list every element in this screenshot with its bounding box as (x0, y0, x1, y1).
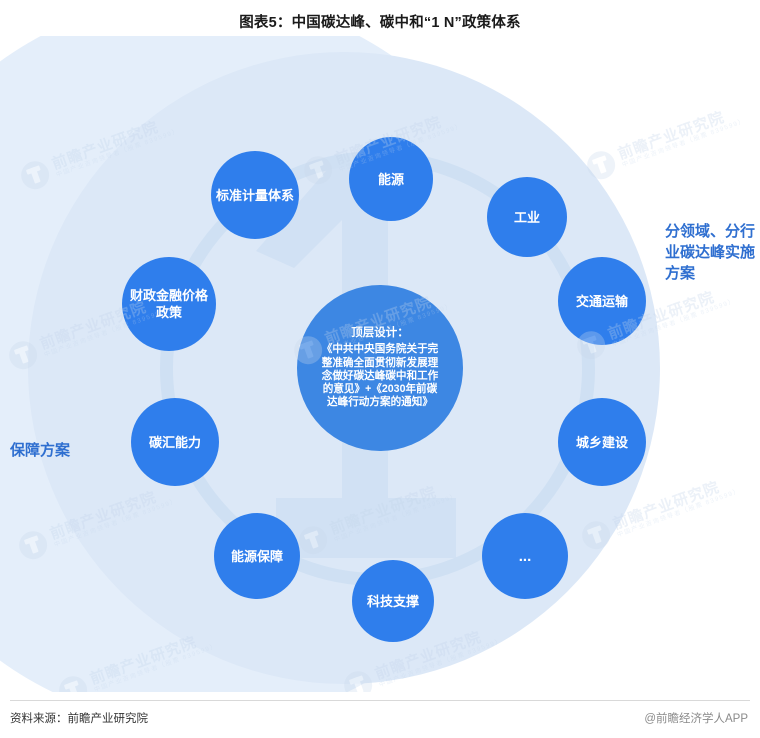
node-energy-label: 能源 (377, 171, 404, 187)
node-industry[interactable]: 工业 (487, 177, 567, 257)
diagram-canvas: 顶层设计： 《中共中央国务院关于完整准确全面贯彻新发展理念做好碳达峰碳中和工作的… (0, 36, 760, 692)
caption-safeguard-plan: 保障方案 (10, 442, 71, 459)
footer-source: 资料来源：前瞻产业研究院 (10, 713, 148, 725)
node-urban-rural[interactable]: 城乡建设 (558, 398, 646, 486)
footer-divider (10, 700, 750, 701)
node-energy-security-label: 能源保障 (230, 548, 283, 564)
node-fiscal-policy[interactable]: 财政金融价格政策 (122, 257, 216, 351)
footer-app-attribution: @前瞻经济学人APP (644, 713, 748, 725)
node-transport[interactable]: 交通运输 (558, 257, 646, 345)
node-standards-label: 标准计量体系 (215, 187, 294, 203)
node-tech-support[interactable]: 科技支撑 (352, 560, 434, 642)
watermark-sub-text: 中国产业咨询领导者（股票 839599） (621, 117, 747, 169)
watermark: 前瞻产业研究院 中国产业咨询领导者（股票 839599） (583, 100, 747, 184)
node-fiscal-policy-label: 财政金融价格政策 (129, 288, 208, 320)
center-node-body: 《中共中央国务院关于完整准确全面贯彻新发展理念做好碳达峰碳中和工作的意见》+《2… (321, 343, 439, 409)
node-transport-label: 交通运输 (575, 293, 628, 309)
node-energy[interactable]: 能源 (349, 137, 433, 221)
watermark-main-text: 前瞻产业研究院 (615, 108, 727, 163)
node-standards[interactable]: 标准计量体系 (211, 151, 299, 239)
node-urban-rural-label: 城乡建设 (575, 434, 628, 450)
caption-sector-implementation: 分领域、分行业碳达峰实施方案 (665, 223, 756, 282)
node-tech-support-label: 科技支撑 (366, 593, 419, 609)
node-more-label: ... (518, 547, 532, 565)
center-node-top-level-design[interactable]: 顶层设计： 《中共中央国务院关于完整准确全面贯彻新发展理念做好碳达峰碳中和工作的… (297, 285, 463, 451)
page-title: 图表5：中国碳达峰、碳中和“1 N”政策体系 (239, 15, 521, 31)
node-carbon-sink-label: 碳汇能力 (148, 434, 201, 450)
node-more[interactable]: ... (482, 513, 568, 599)
node-energy-security[interactable]: 能源保障 (214, 513, 300, 599)
watermark-sub-text: 中国产业咨询领导者（股票 839599） (616, 487, 742, 539)
center-node-heading: 顶层设计： (351, 327, 409, 340)
node-industry-label: 工业 (513, 209, 540, 225)
node-carbon-sink[interactable]: 碳汇能力 (131, 398, 219, 486)
